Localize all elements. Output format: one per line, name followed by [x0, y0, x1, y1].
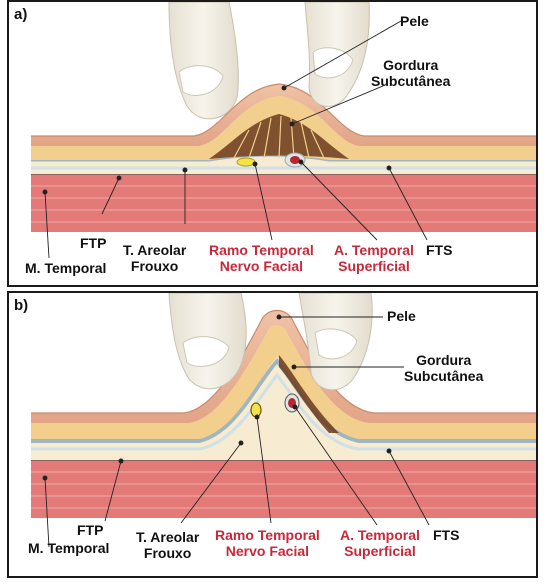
leader-lines-b: [42, 314, 430, 548]
skin-a: [31, 83, 536, 146]
leader-lines-a: [42, 20, 428, 259]
label-fts-b: FTS: [433, 527, 460, 543]
label-ramo-temporal-b: Ramo Temporal Nervo Facial: [215, 527, 320, 559]
label-m-temporal-a: M. Temporal: [25, 260, 107, 276]
label-artery-b: A. Temporal Superficial: [340, 527, 420, 559]
fingers-a: [168, 2, 370, 120]
anatomy-illustration-b: [31, 293, 536, 548]
panel-a: a) Pele Gordura Subcutânea FTP M. Tempor…: [7, 0, 538, 287]
temporal-muscle-b: [31, 459, 536, 518]
label-pele-a: Pele: [400, 13, 429, 29]
label-areolar-b: T. Areolar Frouxo: [136, 529, 200, 561]
panel-b: b) Pele Gordura Subcutânea FTP M. Tempor…: [7, 291, 538, 578]
label-ftp-a: FTP: [80, 235, 107, 251]
subcutaneous-fat-a: [31, 96, 536, 160]
label-areolar-a: T. Areolar Frouxo: [123, 242, 187, 274]
anatomy-illustration-a: [31, 2, 536, 259]
label-artery-a: A. Temporal Superficial: [334, 242, 414, 274]
label-m-temporal-b: M. Temporal: [28, 540, 110, 556]
subcutaneous-fat-b: [31, 325, 536, 439]
label-gordura-a: Gordura Subcutânea: [371, 57, 451, 89]
label-fts-a: FTS: [426, 242, 453, 258]
facial-nerve-branch-a: [236, 157, 256, 167]
label-pele-b: Pele: [387, 308, 416, 324]
label-gordura-b: Gordura Subcutânea: [404, 352, 484, 384]
skin-b: [31, 309, 536, 423]
temporal-muscle-a: [31, 173, 536, 232]
panel-letter-b: b): [14, 297, 29, 314]
label-ftp-b: FTP: [77, 522, 104, 538]
panel-letter-a: a): [14, 6, 28, 23]
label-ramo-temporal-a: Ramo Temporal Nervo Facial: [209, 242, 314, 274]
